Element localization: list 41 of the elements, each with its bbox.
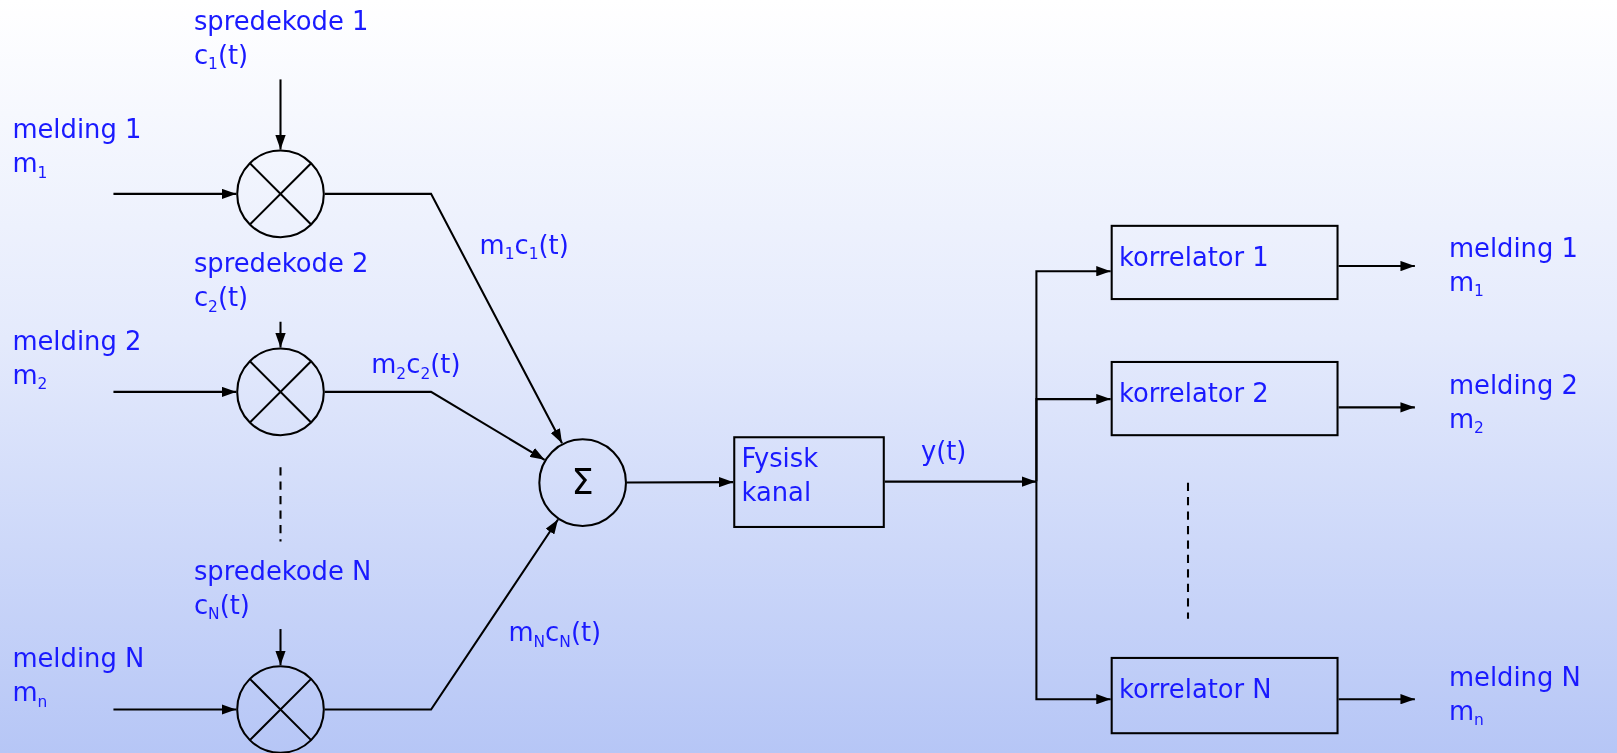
process-box <box>733 436 885 528</box>
process-box <box>1110 656 1339 735</box>
box-text: korrelator 2 <box>1118 377 1270 411</box>
signal-label: melding 2 m$_{2}$ <box>1414 369 1617 442</box>
edge-label: m$_{N}$c$_{N}$(t) <box>508 616 602 651</box>
process-box <box>1110 224 1339 301</box>
summing-circle <box>538 438 627 527</box>
sum-symbol: Σ <box>571 464 594 500</box>
arrow <box>113 386 237 398</box>
signal-label: spredekode N c$_{N}$(t) <box>193 554 416 630</box>
signal-label: melding 1 m$_{1}$ <box>1414 232 1617 305</box>
signal-label: melding N m$_{n}$ <box>12 642 157 710</box>
multiplier-circle <box>236 149 325 239</box>
arrow <box>275 79 286 150</box>
signal-label: melding 2 m$_{2}$ <box>12 324 157 392</box>
multiplier-circle <box>236 347 325 437</box>
arrow <box>884 476 1037 487</box>
box-text: Fysisk kanal <box>741 442 820 509</box>
arrow <box>275 629 286 666</box>
arrow <box>1338 402 1415 413</box>
arrow <box>113 704 237 715</box>
signal-label: spredekode 1 c$_{1}$(t) <box>193 5 416 80</box>
edge-label: m$_{2}$c$_{2}$(t) <box>371 348 461 383</box>
edge-label: y(t) <box>920 435 967 469</box>
signal-label: melding N m$_{n}$ <box>1414 661 1617 734</box>
arrow <box>113 188 237 200</box>
box-text: korrelator 1 <box>1118 241 1270 275</box>
process-box <box>1110 360 1339 437</box>
arrow <box>324 192 563 444</box>
signal-label: melding 1 m$_{1}$ <box>12 113 157 194</box>
arrow <box>1035 393 1111 482</box>
arrow <box>324 518 559 711</box>
box-text: korrelator N <box>1118 673 1273 707</box>
arrow <box>275 321 286 348</box>
arrow <box>1338 694 1415 705</box>
arrow <box>1035 481 1111 705</box>
edge-label: m$_{1}$c$_{1}$(t) <box>479 228 569 263</box>
signal-label: spredekode 2 c$_{2}$(t) <box>193 247 416 322</box>
arrow <box>627 477 734 488</box>
arrow <box>324 390 546 461</box>
arrow <box>1338 260 1415 272</box>
